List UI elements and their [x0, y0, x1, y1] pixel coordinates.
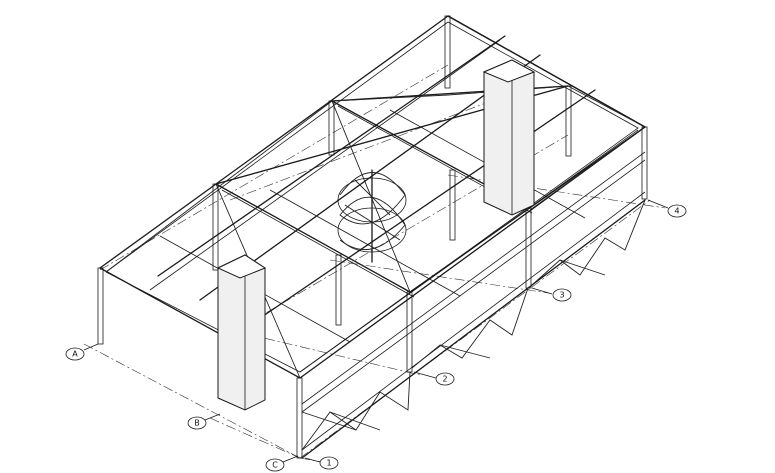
grid-label-1: 1 — [326, 459, 331, 468]
grid-label-2: 2 — [442, 375, 447, 384]
grid-label-4: 4 — [674, 207, 679, 216]
grid-label-c: C — [272, 461, 278, 470]
spiral-staircase — [337, 169, 407, 263]
grid-bubble-1: 1 — [304, 456, 339, 470]
column-left — [216, 254, 267, 411]
column-right — [482, 59, 536, 216]
grid-bubble-3: 3 — [531, 287, 572, 302]
grid-label-3: 3 — [559, 291, 564, 300]
grid-bubble-2: 2 — [413, 371, 455, 386]
columns-frame — [97, 15, 648, 459]
grid-bubble-c: C — [265, 455, 299, 472]
grid-bubble-b: B — [187, 413, 221, 430]
grid-bubble-4: 4 — [647, 199, 687, 218]
grid-label-a: A — [72, 350, 78, 359]
grid-bubble-a: A — [65, 343, 99, 361]
side-truss — [301, 151, 646, 459]
grid-label-b: B — [194, 419, 200, 428]
